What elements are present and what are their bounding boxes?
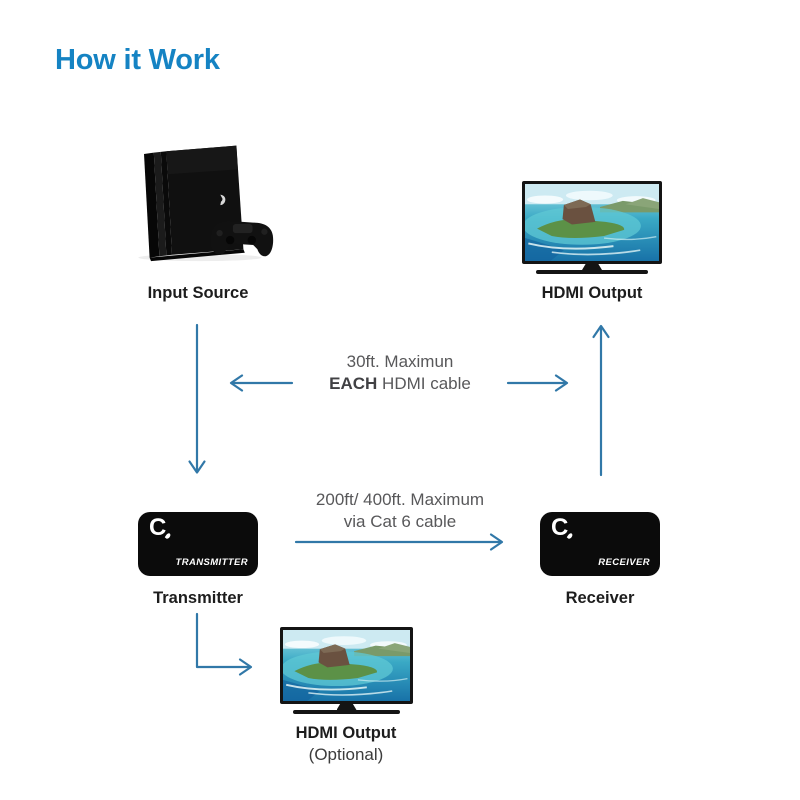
hdmi-output-top-label: HDMI Output xyxy=(541,284,643,302)
receiver-device-text: RECEIVER xyxy=(598,557,650,568)
elbow-arrow xyxy=(195,612,253,676)
tv-stand xyxy=(336,704,357,710)
receiver-label: Receiver xyxy=(565,589,635,607)
left-arrow xyxy=(229,374,294,392)
island-scene-image xyxy=(283,630,410,701)
tv-stand xyxy=(582,264,602,270)
game-console-image xyxy=(130,140,284,266)
hdmi-cable-note-line2: HDMI cable xyxy=(377,374,471,393)
cat6-note-line2: via Cat 6 cable xyxy=(343,512,457,531)
tv-stand-base xyxy=(293,710,400,714)
cat6-note: 200ft/ 400ft. Maximum via Cat 6 cable xyxy=(285,489,515,533)
right-arrow xyxy=(506,374,569,392)
page-title: How it Work xyxy=(55,44,220,76)
transmitter-device-text: TRANSMITTER xyxy=(175,557,248,568)
tv-stand-base xyxy=(536,270,648,274)
transmitter-logo-icon: C xyxy=(149,514,167,541)
transmitter-device: C TRANSMITTER xyxy=(138,512,258,576)
receiver-logo-icon: C xyxy=(551,514,569,541)
island-scene-image xyxy=(525,184,659,261)
receiver-device: C RECEIVER xyxy=(540,512,660,576)
cat6-note-line1: 200ft/ 400ft. Maximum xyxy=(315,490,485,509)
tv-frame xyxy=(280,627,413,704)
tv-top xyxy=(522,181,662,274)
tv-frame xyxy=(522,181,662,264)
tv-bottom xyxy=(280,627,413,714)
down-arrow xyxy=(188,323,206,474)
transmitter-label: Transmitter xyxy=(153,589,243,607)
hdmi-cable-note-each: EACH xyxy=(329,374,378,393)
hdmi-output-bottom-optional: (Optional) xyxy=(308,745,384,764)
hdmi-output-bottom-title: HDMI Output xyxy=(295,724,397,742)
hdmi-output-bottom-label: HDMI Output (Optional) xyxy=(271,724,421,765)
hdmi-cable-note-line1: 30ft. Maximun xyxy=(346,352,454,371)
up-arrow xyxy=(592,324,610,477)
cat6-arrow xyxy=(294,533,504,551)
input-source-label: Input Source xyxy=(147,284,249,302)
hdmi-cable-note: 30ft. Maximun EACH HDMI cable xyxy=(285,351,515,395)
